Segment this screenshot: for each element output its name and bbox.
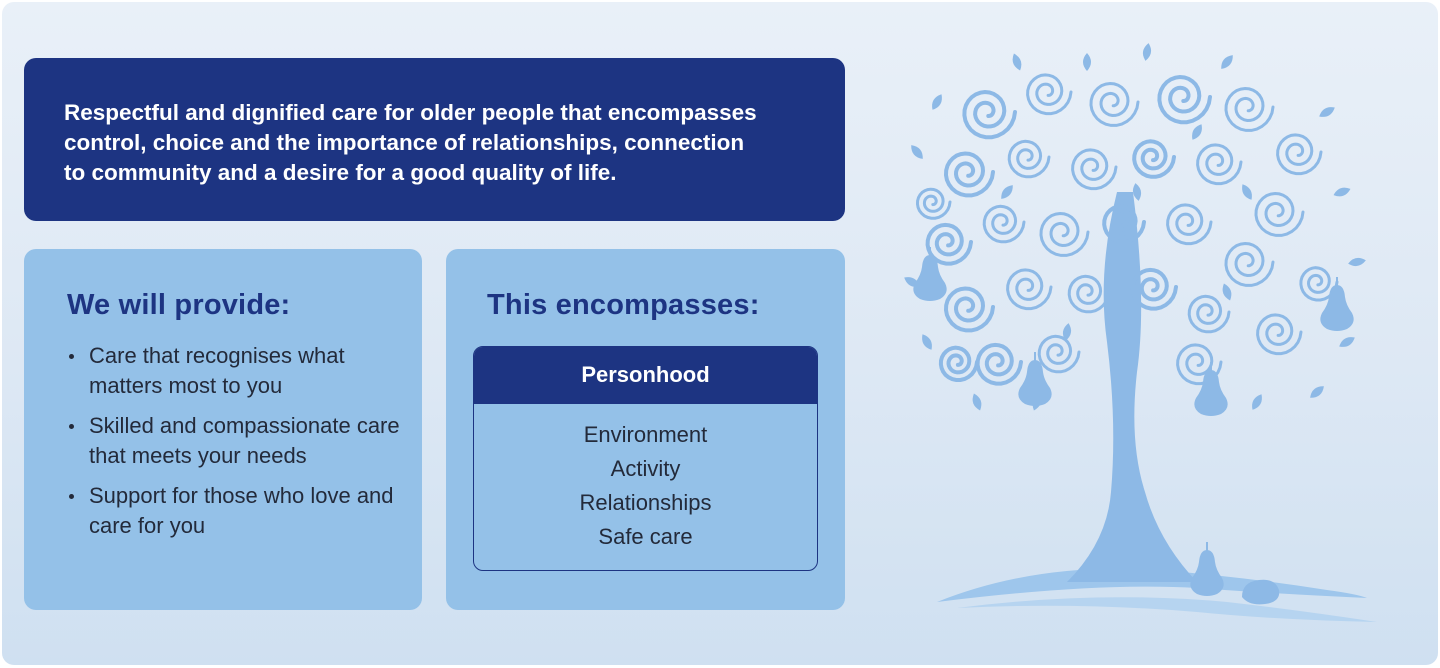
leaf-shape bbox=[1142, 43, 1152, 61]
swirl-shape bbox=[1026, 73, 1073, 116]
table-row: Environment bbox=[583, 422, 708, 447]
swirl-shape bbox=[1196, 143, 1243, 186]
leaf-shape bbox=[1348, 257, 1366, 267]
swirl-shape bbox=[1299, 266, 1339, 302]
fallen-pear-shape bbox=[1242, 579, 1280, 605]
pear-shape bbox=[1018, 352, 1052, 406]
bullet-icon bbox=[69, 424, 74, 429]
leaf-shape bbox=[1132, 183, 1142, 201]
leaf-shape bbox=[972, 393, 982, 411]
table-row: Relationships bbox=[579, 490, 712, 515]
table-row: Safe care bbox=[598, 524, 693, 549]
banner-line-3: to community and a desire for a good qua… bbox=[64, 160, 617, 185]
encompasses-card: This encompasses: Personhood Environment… bbox=[446, 249, 845, 610]
list-item: Skilled and compassionate care that meet… bbox=[69, 411, 419, 471]
swirl-shape bbox=[1224, 86, 1275, 132]
leaf-shape bbox=[922, 334, 932, 350]
encompasses-table: Personhood Environment Activity Relation… bbox=[473, 346, 818, 571]
swirl-shape bbox=[1132, 139, 1176, 179]
swirl-shape bbox=[1256, 313, 1303, 356]
swirl-shape bbox=[1276, 133, 1323, 176]
leaf-shape bbox=[1222, 283, 1232, 301]
provide-heading: We will provide: bbox=[67, 289, 291, 321]
bullet-icon bbox=[69, 494, 74, 499]
swirl-shape bbox=[1089, 81, 1140, 127]
bullet-icon bbox=[69, 354, 74, 359]
pear-group bbox=[913, 247, 1354, 605]
pear-tree-illustration-icon bbox=[904, 43, 1377, 622]
banner-line-1: Respectful and dignified care for older … bbox=[64, 100, 757, 125]
tree-trunk bbox=[1067, 192, 1197, 582]
pear-shape bbox=[1194, 362, 1228, 416]
encompasses-heading: This encompasses: bbox=[487, 289, 760, 321]
swirl-shape bbox=[1130, 267, 1178, 311]
swirl-shape bbox=[1176, 343, 1223, 386]
list-item-text: Skilled and compassionate care that meet… bbox=[89, 413, 400, 468]
swirl-shape bbox=[915, 187, 952, 220]
pear-shape bbox=[1190, 542, 1224, 596]
swirl-shape bbox=[1157, 74, 1212, 125]
swirl-shape bbox=[1102, 204, 1146, 244]
list-item-text: Care that recognises what matters most t… bbox=[89, 343, 345, 398]
swirl-shape bbox=[1254, 191, 1305, 237]
leaf-shape bbox=[1062, 323, 1072, 341]
swirl-shape bbox=[1037, 334, 1081, 374]
table-header-personhood: Personhood bbox=[474, 347, 817, 404]
leaf-shape bbox=[1083, 53, 1091, 71]
swirl-shape bbox=[1187, 294, 1231, 334]
banner-line-2: control, choice and the importance of re… bbox=[64, 130, 745, 155]
list-item: Care that recognises what matters most t… bbox=[69, 341, 419, 401]
swirl-shape bbox=[1007, 139, 1051, 179]
provide-list: Care that recognises what matters most t… bbox=[67, 341, 419, 551]
leaf-shape bbox=[1001, 185, 1013, 199]
leaf-shape bbox=[1333, 187, 1351, 197]
leaf-shape bbox=[1339, 337, 1355, 347]
swirl-shape bbox=[1006, 268, 1053, 311]
swirl-shape bbox=[975, 342, 1023, 386]
table-body: Environment Activity Relationships Safe … bbox=[474, 404, 817, 554]
leaf-shape bbox=[1319, 107, 1335, 117]
leaf-shape bbox=[1221, 55, 1233, 69]
swirl-shape bbox=[943, 151, 995, 198]
table-row: Activity bbox=[610, 456, 681, 481]
swirl-shape bbox=[1071, 148, 1118, 191]
swirl-shape bbox=[1166, 203, 1213, 246]
swirl-shape bbox=[1224, 241, 1275, 287]
leaf-shape bbox=[1192, 124, 1202, 140]
swirl-shape bbox=[938, 345, 979, 382]
leaf-shape bbox=[1242, 184, 1252, 200]
swirl-shape bbox=[1067, 274, 1111, 314]
swirl-shape bbox=[962, 89, 1017, 140]
leaf-group bbox=[904, 43, 1366, 411]
list-item-text: Support for those who love and care for … bbox=[89, 483, 394, 538]
leaf-shape bbox=[932, 94, 942, 110]
leaf-shape bbox=[1012, 53, 1022, 71]
leaf-shape bbox=[1310, 386, 1324, 398]
provide-card: We will provide: Care that recognises wh… bbox=[24, 249, 422, 610]
list-item: Support for those who love and care for … bbox=[69, 481, 419, 541]
swirl-shape bbox=[943, 286, 995, 333]
leaf-shape bbox=[1252, 394, 1262, 410]
swirl-shape bbox=[1039, 211, 1090, 257]
pear-shape bbox=[1320, 277, 1354, 331]
pear-shape bbox=[913, 247, 947, 301]
swirl-shape bbox=[982, 204, 1026, 244]
ground-wave bbox=[937, 568, 1377, 622]
mission-banner: Respectful and dignified care for older … bbox=[24, 58, 845, 221]
leaf-shape bbox=[911, 145, 923, 159]
